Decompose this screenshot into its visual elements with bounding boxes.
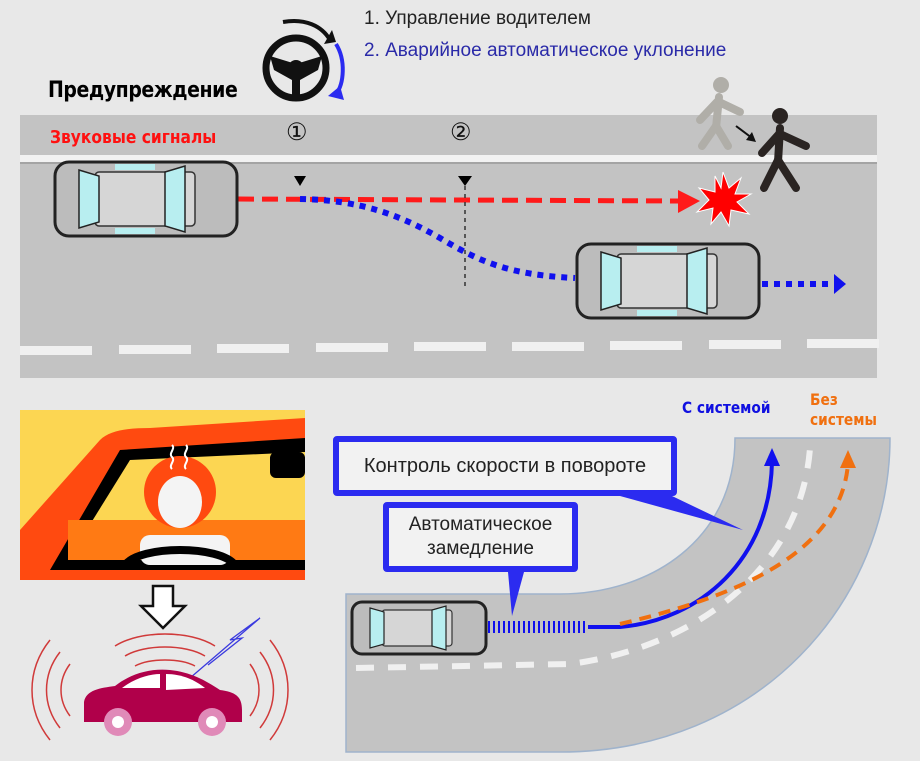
path-without-system — [237, 190, 700, 213]
warning-title: Предупреждение — [48, 78, 238, 103]
legend-with-system: С системой — [682, 398, 771, 417]
pedestrian-before-icon — [696, 77, 744, 150]
callout-curve-speed-control: Контроль скорости в повороте — [333, 436, 677, 496]
legend-without-line1: Без — [810, 390, 838, 409]
drowsy-driver-illustration — [20, 410, 305, 580]
legend-without-line2: системы — [810, 410, 877, 429]
path-with-system — [299, 196, 846, 294]
step-emergency-avoidance: 2. Аварийное автоматическое уклонение — [364, 40, 727, 61]
marker-1-triangle — [294, 176, 306, 186]
collision-burst-icon — [695, 171, 753, 228]
legend-without-system: Без системы — [810, 390, 877, 430]
marker-1-label: ① — [286, 118, 308, 146]
lane-dashes — [20, 339, 879, 355]
callout-auto-deceleration: Автоматическое замедление — [383, 502, 578, 572]
marker-2-line — [458, 176, 472, 290]
curve-road-surface — [345, 437, 891, 753]
car-top-view-icon — [53, 160, 239, 238]
car-top-view-icon — [575, 242, 761, 320]
step-driver-control: 1. Управление водителем — [364, 8, 591, 29]
car-alert-icon — [31, 617, 289, 741]
path-without-system-curve — [619, 463, 850, 626]
callout-decel-line2: замедление — [427, 538, 534, 559]
steering-wheel-icon — [262, 19, 345, 102]
top-road-scene — [20, 19, 879, 378]
down-arrow-icon — [138, 584, 188, 630]
sidewalk — [20, 115, 877, 155]
callout-decel-line1: Автоматическое — [408, 514, 553, 535]
path-with-system-curve — [588, 461, 774, 629]
sound-signals-label: Звуковые сигналы — [50, 127, 217, 148]
move-arrow-icon — [735, 125, 756, 142]
pedestrian-after-icon — [758, 108, 810, 192]
curb-line — [20, 155, 877, 162]
marker-2-label: ② — [450, 118, 472, 146]
car-top-view-icon — [350, 600, 488, 656]
